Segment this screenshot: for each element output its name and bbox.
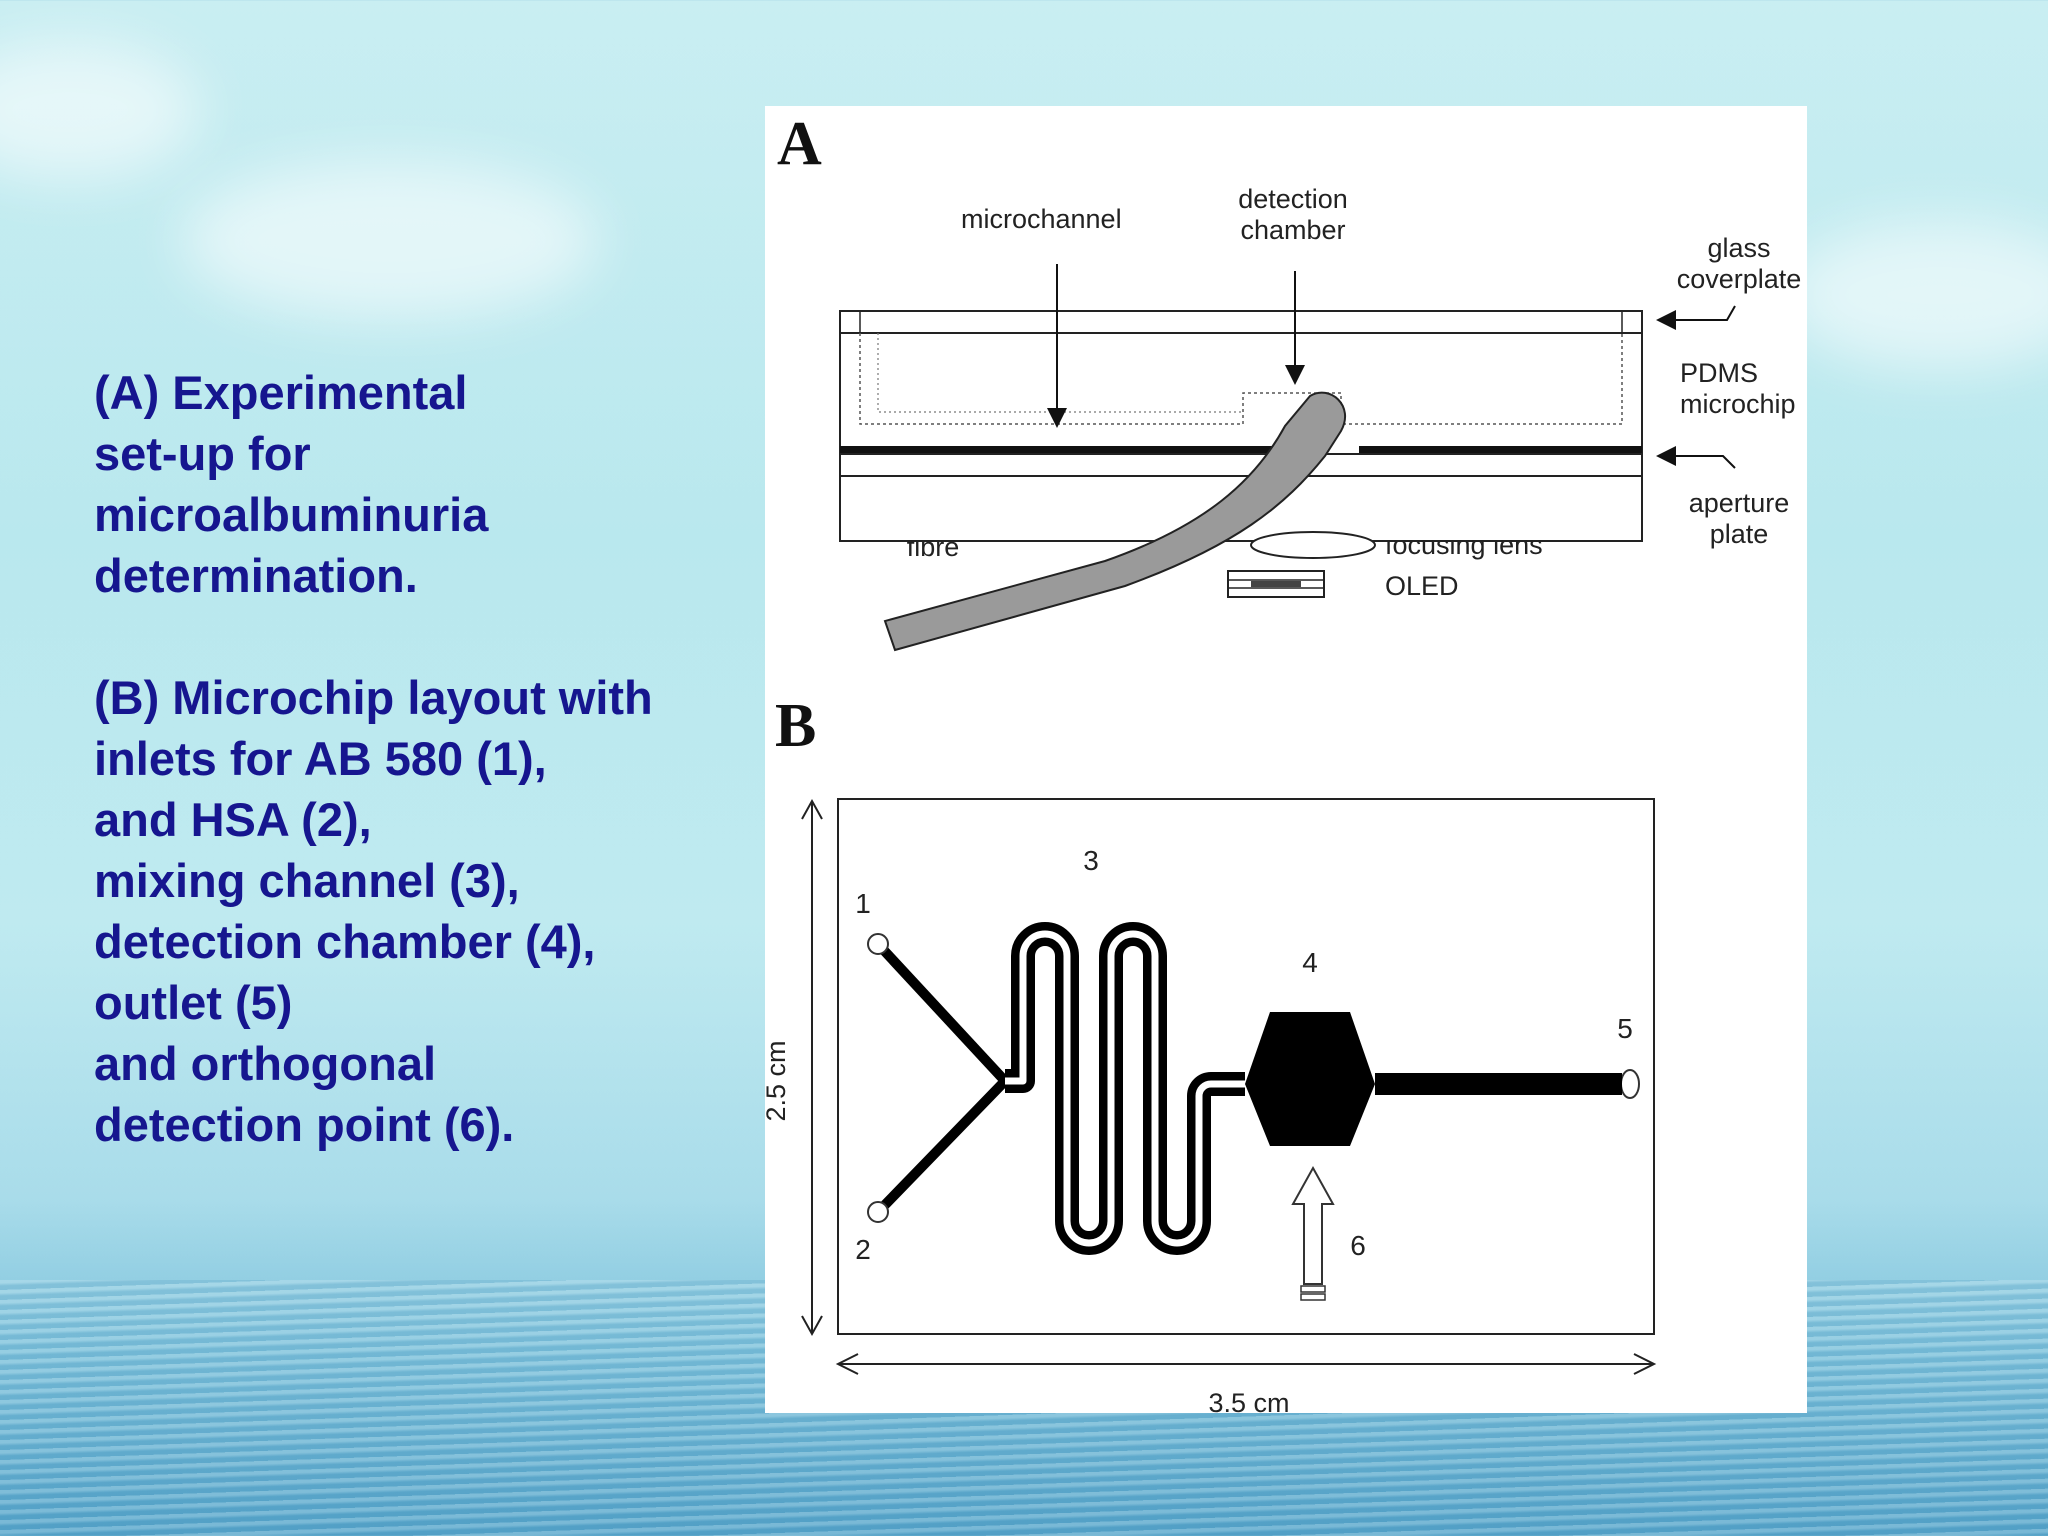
point-label-4: 4	[1302, 947, 1318, 978]
pdms-microchip-label: microchip	[1680, 389, 1796, 419]
point-label-2: 2	[855, 1234, 871, 1265]
caption-spacer	[94, 606, 734, 667]
point-label-5: 5	[1617, 1013, 1633, 1044]
cloud	[0, 40, 200, 180]
caption-line: microalbuminuria	[94, 488, 489, 541]
glass-coverplate-arrow	[1656, 305, 1736, 330]
glass-coverplate-label: glass	[1707, 233, 1770, 263]
cloud	[1780, 220, 2048, 370]
caption-line: inlets for AB 580 (1),	[94, 732, 547, 785]
caption-line: (B) Microchip layout with	[94, 671, 653, 724]
caption-line: and HSA (2),	[94, 793, 372, 846]
aperture-plate	[840, 446, 1642, 454]
glass-coverplate	[839, 310, 1643, 334]
caption-line: detection chamber (4),	[94, 915, 596, 968]
caption-line: set-up for	[94, 427, 311, 480]
inlet-1	[867, 933, 889, 955]
caption-line: mixing channel (3),	[94, 854, 520, 907]
microchannel-outline	[859, 333, 1623, 425]
figure-panel: A microchannel detection chamber glass c…	[765, 106, 1807, 1413]
panel-a-letter: A	[777, 110, 822, 178]
width-label: 3.5 cm	[1208, 1388, 1289, 1413]
pdms-microchip-label: PDMS	[1680, 358, 1758, 388]
slide-caption: (A) Experimental set-up for microalbumin…	[94, 362, 734, 1155]
aperture-plate-label: plate	[1710, 519, 1769, 549]
detection-chamber	[1245, 1012, 1375, 1146]
inlet-2	[867, 1201, 889, 1223]
point-label-1: 1	[855, 888, 871, 919]
inlet-channel-2	[874, 1077, 1009, 1216]
detection-point-arrow	[1291, 1165, 1335, 1285]
outlet-5	[1620, 1069, 1640, 1099]
oled-label: OLED	[1385, 571, 1459, 601]
panel-b-letter: B	[775, 692, 816, 760]
caption-line: outlet (5)	[94, 976, 293, 1029]
detection-chamber-label: detection	[1238, 184, 1348, 214]
microchannel-label: microchannel	[961, 204, 1122, 234]
outlet-channel	[1375, 1073, 1598, 1095]
spectrometer-fibre	[883, 391, 1347, 652]
focusing-lens	[1250, 531, 1376, 559]
point-label-3: 3	[1083, 845, 1099, 876]
height-label: 2.5 cm	[765, 1040, 791, 1121]
glass-coverplate-label: coverplate	[1677, 264, 1802, 294]
caption-line: and orthogonal	[94, 1037, 437, 1090]
caption-line: determination.	[94, 549, 418, 602]
point-label-6: 6	[1350, 1230, 1366, 1261]
caption-line: detection point (6).	[94, 1098, 515, 1151]
caption-line: (A) Experimental	[94, 366, 468, 419]
microchip-outline	[837, 798, 1655, 1335]
figure-diagram: A microchannel detection chamber glass c…	[765, 110, 1802, 1413]
detection-chamber-label: chamber	[1240, 215, 1345, 245]
aperture-plate-arrow	[1656, 446, 1736, 469]
cloud	[180, 160, 600, 320]
inlet-channel-1	[874, 940, 1009, 1085]
aperture-plate-label: aperture	[1689, 488, 1790, 518]
